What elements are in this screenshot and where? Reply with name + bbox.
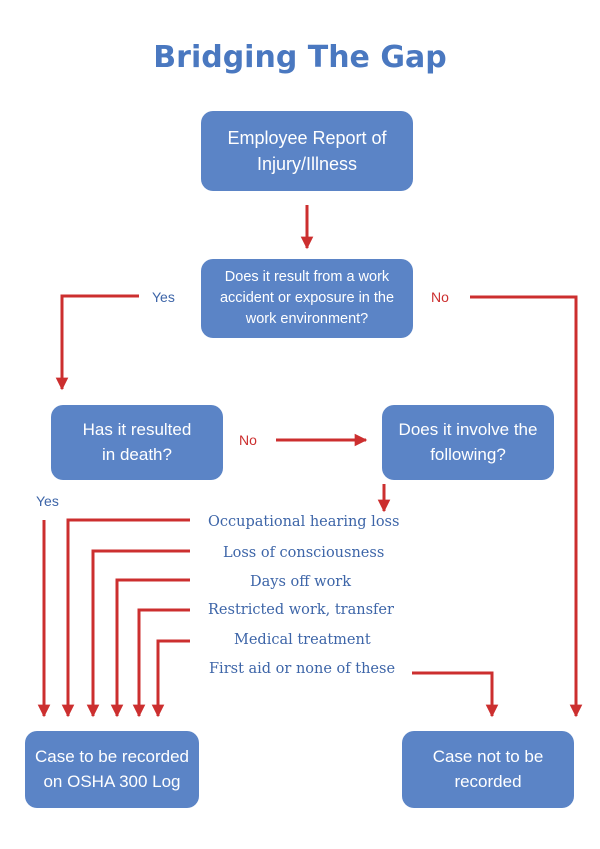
node-record-case: Case to be recorded on OSHA 300 Log	[25, 731, 199, 808]
arrow-first-aid	[412, 671, 499, 718]
node-involve-question-label: Does it involve the following?	[398, 419, 538, 464]
arrow-medical-treatment	[151, 639, 190, 718]
condition-days-off-work: Days off work	[250, 574, 352, 590]
node-record-case-label: Case to be recorded on OSHA 300 Log	[34, 746, 190, 791]
arrow-hearing-loss	[61, 518, 190, 718]
node-not-record-case: Case not to be recorded	[402, 731, 574, 808]
condition-medical-treatment: Medical treatment	[234, 632, 371, 648]
node-employee-report: Employee Report of Injury/Illness	[201, 111, 413, 191]
edge-label-death-yes: Yes	[36, 493, 59, 509]
condition-restricted-work: Restricted work, transfer	[208, 602, 394, 618]
edge-label-work-yes: Yes	[152, 289, 175, 305]
node-not-record-case-label: Case not to be recorded	[432, 746, 544, 791]
node-death-question-label: Has it resulted in death?	[82, 419, 192, 464]
edge-label-death-no: No	[239, 432, 257, 448]
condition-loss-of-consciousness: Loss of consciousness	[223, 545, 385, 561]
node-work-related-question: Does it result from a work accident or e…	[201, 259, 413, 338]
arrow-consciousness	[86, 549, 190, 718]
edge-label-work-no: No	[431, 289, 449, 305]
node-work-related-question-label: Does it result from a work accident or e…	[219, 268, 395, 327]
arrow-days-off	[110, 578, 190, 718]
page-title: Bridging The Gap	[153, 40, 447, 75]
node-death-question: Has it resulted in death?	[51, 405, 223, 480]
node-involve-question: Does it involve the following?	[382, 405, 554, 480]
arrow-work-yes	[55, 294, 139, 391]
condition-hearing-loss: Occupational hearing loss	[208, 514, 400, 530]
arrow-restricted-work	[132, 608, 190, 718]
node-employee-report-label: Employee Report of Injury/Illness	[227, 127, 387, 174]
condition-first-aid: First aid or none of these	[209, 661, 396, 677]
arrow-work-no	[470, 295, 583, 718]
